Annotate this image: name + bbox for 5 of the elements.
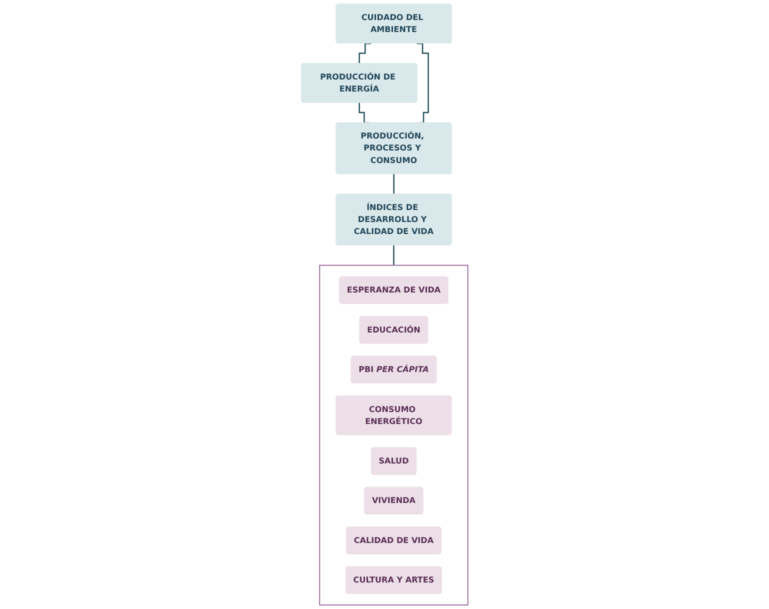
connector	[416, 42, 429, 124]
cluster	[318, 264, 468, 606]
connector	[358, 42, 372, 64]
connector	[393, 173, 394, 195]
connector	[392, 244, 394, 266]
